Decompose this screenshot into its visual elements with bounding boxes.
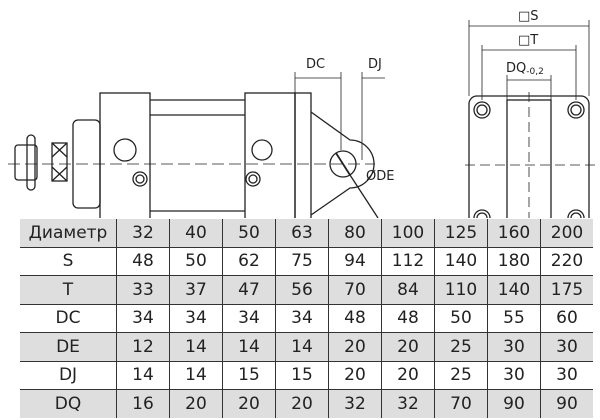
table-cell: 14 [116,361,170,390]
table-cell: 20 [328,361,382,390]
end-view [465,20,595,218]
table-cell: 63 [275,219,329,247]
table-cell: 175 [540,275,593,304]
table-cell: 20 [381,361,435,390]
table-cell: 90 [540,389,593,418]
table-cell: 20 [381,332,435,361]
table-cell: 25 [434,332,488,361]
row-label: Диаметр [20,219,117,247]
table-cell: 55 [487,304,541,333]
table-cell: 220 [540,247,593,276]
row-label: DJ [58,365,78,386]
table-cell: 160 [487,219,541,247]
table-cell: 20 [275,389,329,418]
table-cell: 15 [275,361,329,390]
table-cell: 15 [222,361,276,390]
table-cell: 20 [169,389,223,418]
table-cell: 112 [381,247,435,276]
table-cell: 34 [116,304,170,333]
table-cell: 48 [381,304,435,333]
table-cell: 30 [487,361,541,390]
table-cell: 32 [116,219,170,247]
table-cell: 34 [275,304,329,333]
table-cell: 110 [434,275,488,304]
table-cell: 12 [116,332,170,361]
table-cell: 140 [487,275,541,304]
dq-label: DQ-0,2 [506,61,544,77]
table-cell: 14 [275,332,329,361]
table-cell: 20 [328,332,382,361]
table-cell: 34 [222,304,276,333]
row-label: S [62,251,74,272]
table-cell: 32 [381,389,435,418]
table-cell: 32 [328,389,382,418]
table-cell: 70 [434,389,488,418]
side-view [8,72,385,218]
cylinder-drawing: DC DJ ØDE □S □T DQ-0,2 [8,9,595,218]
table-cell: 75 [275,247,329,276]
s-label: □S [518,9,539,24]
t-label: □T [518,33,538,48]
table-cell: 37 [169,275,223,304]
table-cell: 47 [222,275,276,304]
table-cell: 70 [328,275,382,304]
dj-label: DJ [368,57,382,72]
table-cell: 50 [169,247,223,276]
row-label: DQ [20,389,117,418]
table-cell: 20 [222,389,276,418]
table-cell: 40 [169,219,223,247]
dc-label: DC [306,57,325,72]
table-cell: 50 [222,219,276,247]
table-cell: 25 [434,361,488,390]
table-cell: 34 [169,304,223,333]
table-cell: 62 [222,247,276,276]
table-cell: 33 [116,275,170,304]
table-cell: 16 [116,389,170,418]
row-label: DE [20,332,117,361]
table-cell: 80 [328,219,382,247]
table-cell: 14 [169,332,223,361]
row-label: T [20,275,117,304]
table-cell: 50 [434,304,488,333]
table-cell: 30 [540,361,593,390]
table-cell: 56 [275,275,329,304]
table-cell: 90 [487,389,541,418]
table-cell: 140 [434,247,488,276]
table-cell: 48 [328,304,382,333]
table-cell: 60 [540,304,593,333]
table-cell: 84 [381,275,435,304]
table-cell: 100 [381,219,435,247]
table-cell: 14 [169,361,223,390]
de-label: ØDE [366,169,394,184]
table-cell: 30 [540,332,593,361]
table-cell: 125 [434,219,488,247]
table-cell: 14 [222,332,276,361]
table-cell: 180 [487,247,541,276]
table-cell: 30 [487,332,541,361]
table-cell: 48 [116,247,170,276]
table-cell: 94 [328,247,382,276]
row-label: DC [55,308,81,329]
table-cell: 200 [540,219,593,247]
